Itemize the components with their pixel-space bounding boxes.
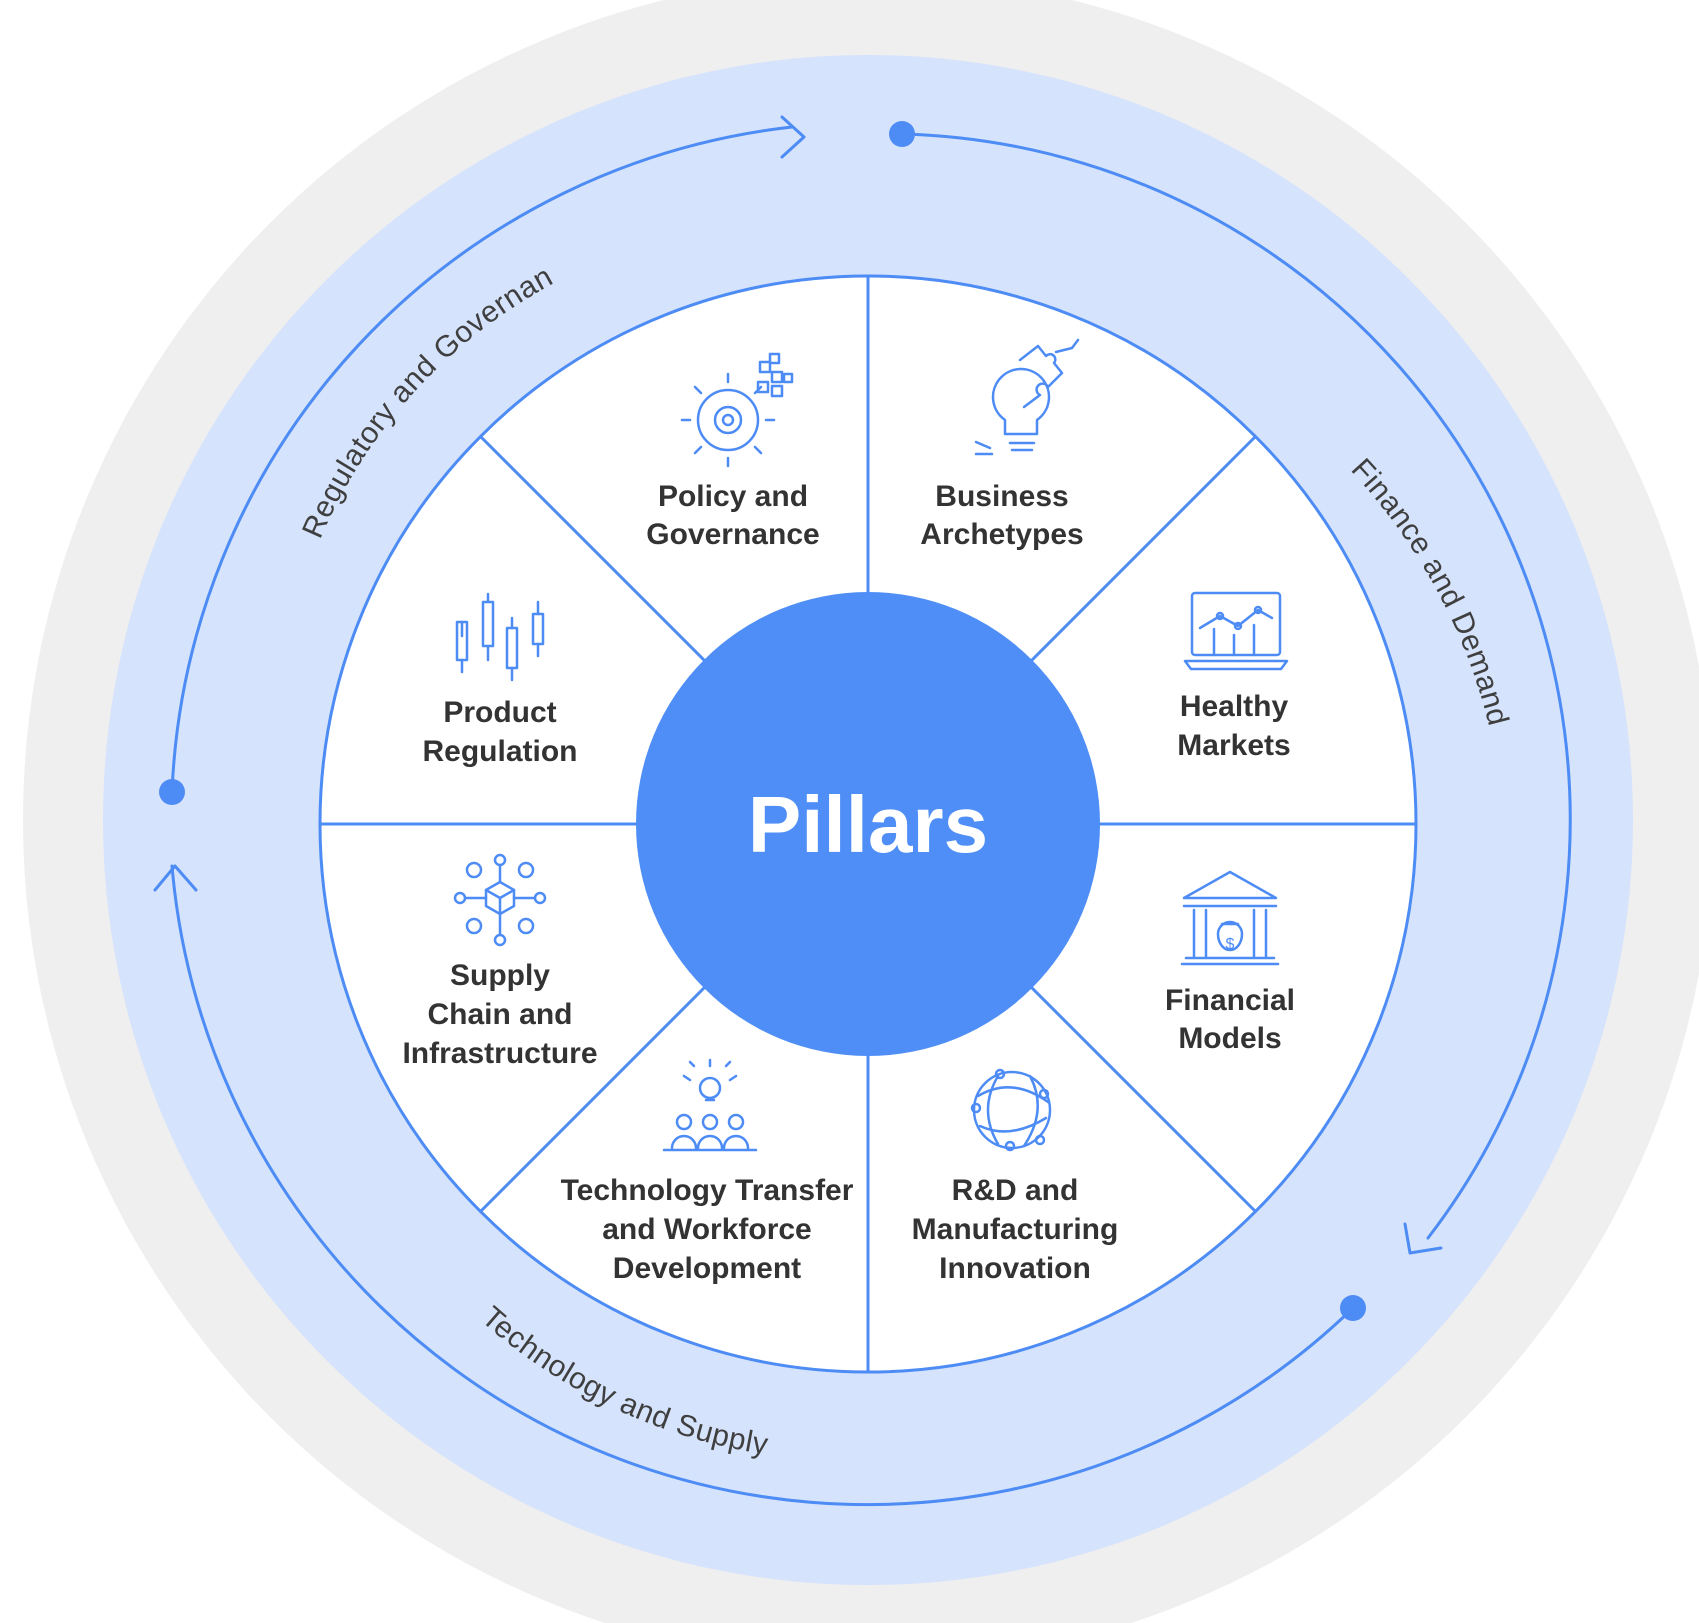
segment-product-line-2: Regulation — [423, 735, 578, 768]
arrow-right-icon — [780, 115, 806, 159]
globe-network-icon — [970, 1068, 1052, 1152]
segment-rnd-line-1: R&D and — [952, 1174, 1079, 1207]
flow-dot-left — [159, 779, 185, 805]
segment-business-line-2: Archetypes — [920, 518, 1083, 551]
segment-business: Business Archetypes — [920, 480, 1083, 551]
segment-policy: Policy and Governance — [646, 480, 819, 551]
segment-financial: Financial Models — [1165, 984, 1295, 1055]
segment-healthy-line-2: Markets — [1177, 729, 1290, 762]
segment-tech-line-1: Technology Transfer — [561, 1174, 854, 1207]
candlestick-icon — [455, 592, 545, 682]
segment-supply: Supply Chain and Infrastructure — [402, 959, 597, 1070]
segment-rnd-line-3: Innovation — [939, 1252, 1091, 1285]
segment-tech: Technology Transfer and Workforce Develo… — [561, 1174, 854, 1285]
arrow-up-icon — [153, 864, 198, 892]
team-idea-icon — [662, 1058, 758, 1152]
segment-financial-line-1: Financial — [1165, 984, 1295, 1017]
center-label: Pillars — [748, 780, 988, 869]
segment-policy-line-2: Governance — [646, 518, 819, 551]
bank-dollar-sign: $ — [1226, 936, 1235, 953]
segment-rnd: R&D and Manufacturing Innovation — [912, 1174, 1119, 1285]
segment-supply-line-1: Supply — [450, 959, 550, 992]
segment-tech-line-2: and Workforce — [602, 1213, 812, 1246]
arrow-down-icon — [1403, 1222, 1443, 1255]
flow-arc-regulatory — [170, 125, 794, 794]
segment-product-line-1: Product — [443, 696, 556, 729]
segment-healthy: Healthy Markets — [1177, 690, 1290, 762]
segment-rnd-line-2: Manufacturing — [912, 1213, 1119, 1246]
segment-product: Product Regulation — [423, 696, 578, 768]
segment-business-line-1: Business — [935, 480, 1068, 513]
segment-policy-line-1: Policy and — [658, 480, 808, 513]
supply-network-icon — [453, 853, 547, 947]
segment-healthy-line-1: Healthy — [1180, 690, 1289, 723]
gear-blocks-icon — [680, 352, 794, 468]
segment-tech-line-3: Development — [613, 1252, 801, 1285]
bank-icon: $ — [1180, 870, 1280, 966]
laptop-chart-icon — [1183, 591, 1289, 671]
flow-arc-technology — [170, 864, 1355, 1506]
flow-arc-finance — [900, 132, 1572, 1240]
center-circle — [636, 592, 1100, 1056]
segment-financial-line-2: Models — [1178, 1022, 1281, 1055]
segment-supply-line-3: Infrastructure — [402, 1037, 597, 1070]
segment-supply-line-2: Chain and — [427, 998, 572, 1031]
lightbulb-puzzle-icon — [974, 338, 1080, 456]
flow-arcs — [153, 115, 1572, 1506]
